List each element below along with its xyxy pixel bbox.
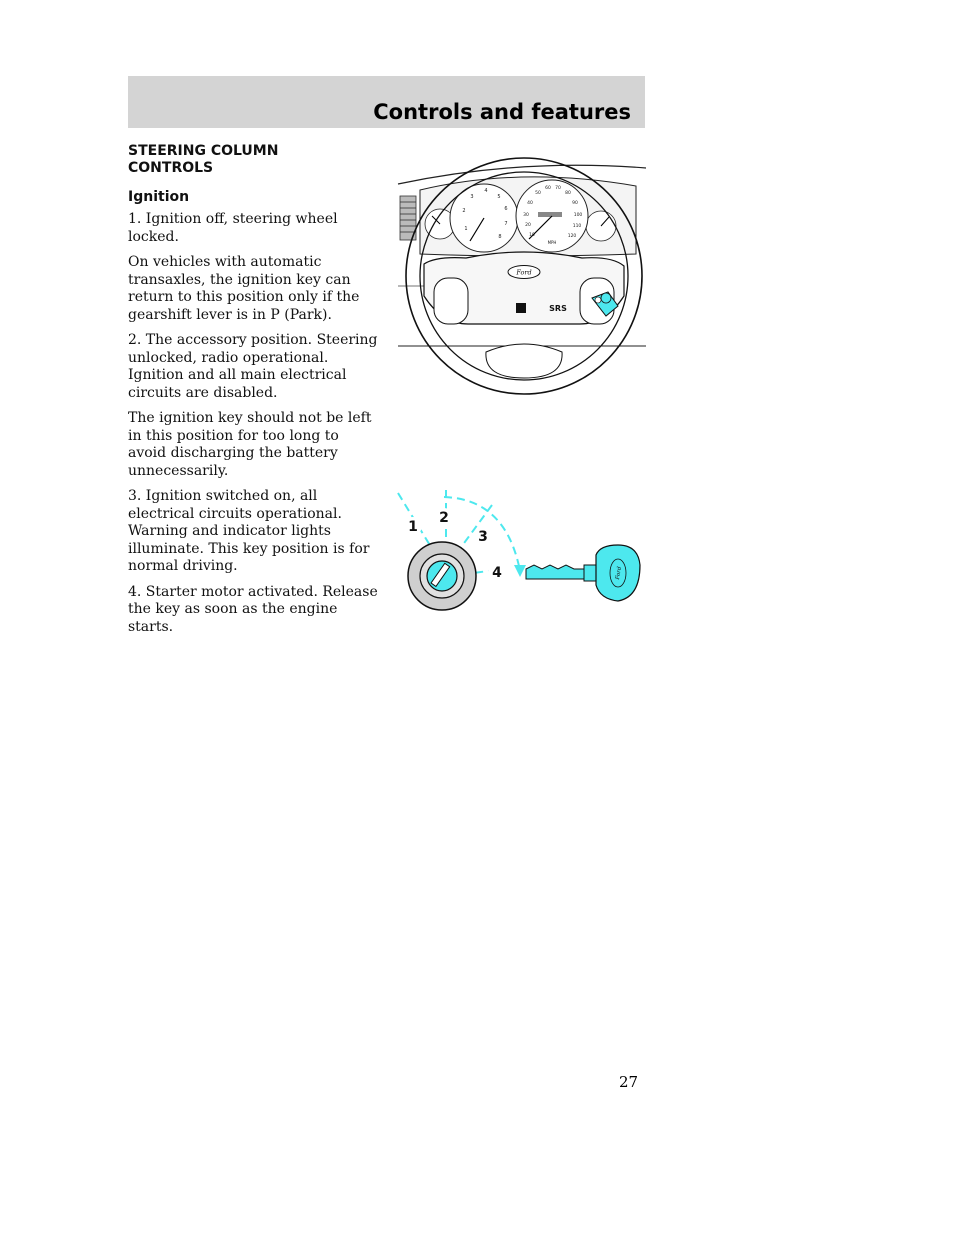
paragraph-2: On vehicles with automatic transaxles, t… <box>128 254 360 323</box>
position-1-label: 1 <box>408 519 418 535</box>
svg-text:50: 50 <box>535 190 541 196</box>
svg-text:30: 30 <box>523 212 529 218</box>
sub-heading: Ignition <box>128 189 190 205</box>
section-heading: STEERING COLUMN CONTROLS <box>128 143 279 176</box>
position-3-label: 3 <box>478 529 488 545</box>
svg-text:80: 80 <box>565 190 571 196</box>
svg-text:60: 60 <box>545 185 551 191</box>
svg-text:8: 8 <box>498 234 501 240</box>
paragraph-6: 4. Starter motor activated. Release the … <box>128 583 378 635</box>
svg-text:120: 120 <box>568 233 577 239</box>
svg-text:20: 20 <box>525 222 531 228</box>
key-brand-logo: Ford <box>615 566 623 581</box>
paragraph-4: The ignition key should not be left in t… <box>128 410 372 479</box>
svg-text:90: 90 <box>572 200 578 206</box>
arrow-icon <box>514 565 526 577</box>
svg-text:10: 10 <box>529 232 535 238</box>
brand-logo: Ford <box>515 269 531 277</box>
paragraph-1: 1. Ignition off, steering wheel locked. <box>128 211 338 245</box>
svg-text:100: 100 <box>574 212 583 218</box>
page-header: Controls and features <box>128 76 645 128</box>
svg-text:7: 7 <box>504 221 507 227</box>
svg-text:4: 4 <box>484 188 487 194</box>
svg-text:2: 2 <box>462 208 465 214</box>
page-number: 27 <box>619 1073 639 1091</box>
svg-text:1: 1 <box>464 226 467 232</box>
speed-unit: MPH <box>548 240 557 245</box>
key-icon: Ford <box>525 544 641 602</box>
svg-text:110: 110 <box>573 223 582 229</box>
srs-badge: SRS <box>549 304 567 313</box>
svg-text:3: 3 <box>470 194 473 200</box>
ignition-cylinder <box>407 541 477 611</box>
position-2-label: 2 <box>439 510 449 526</box>
page-title: Controls and features <box>373 100 631 124</box>
svg-text:5: 5 <box>497 194 500 200</box>
ignition-positions-diagram: 1 2 3 4 Ford <box>397 490 641 611</box>
position-4-label: 4 <box>492 565 502 581</box>
svg-text:6: 6 <box>504 206 507 212</box>
ignition-key-icon <box>591 291 619 317</box>
paragraph-5: 3. Ignition switched on, all electrical … <box>128 488 370 574</box>
svg-text:70: 70 <box>555 185 561 191</box>
text-column: STEERING COLUMN CONTROLS Ignition 1. Ign… <box>128 143 380 644</box>
vent-icon <box>399 195 417 241</box>
horn-icon <box>516 303 526 313</box>
paragraph-3: 2. The accessory position. Steering unlo… <box>128 332 378 401</box>
svg-text:40: 40 <box>527 200 533 206</box>
